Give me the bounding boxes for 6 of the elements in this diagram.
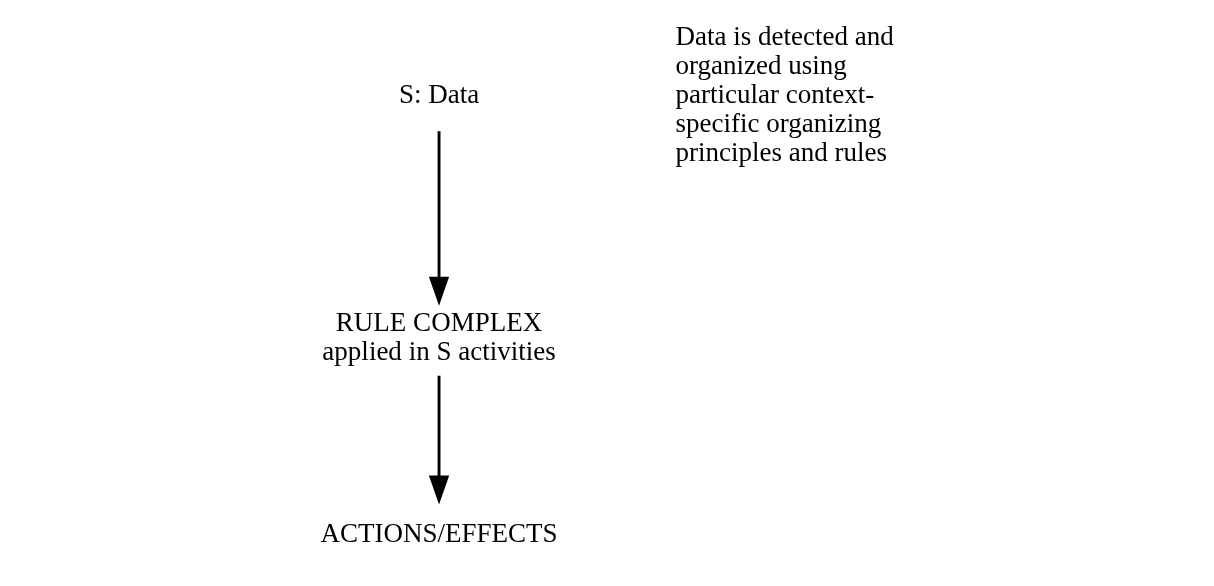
arrow	[428, 131, 450, 306]
label: Data is detected and organized using particular context-specific organizing principles and rules	[675, 21, 894, 168]
arrow	[428, 375, 450, 505]
node-text: S: Data	[398, 79, 480, 110]
node-text: ACTIONS/EFFECTS	[320, 518, 558, 549]
node-text: RULE COMPLEX applied in S activities	[322, 307, 556, 366]
